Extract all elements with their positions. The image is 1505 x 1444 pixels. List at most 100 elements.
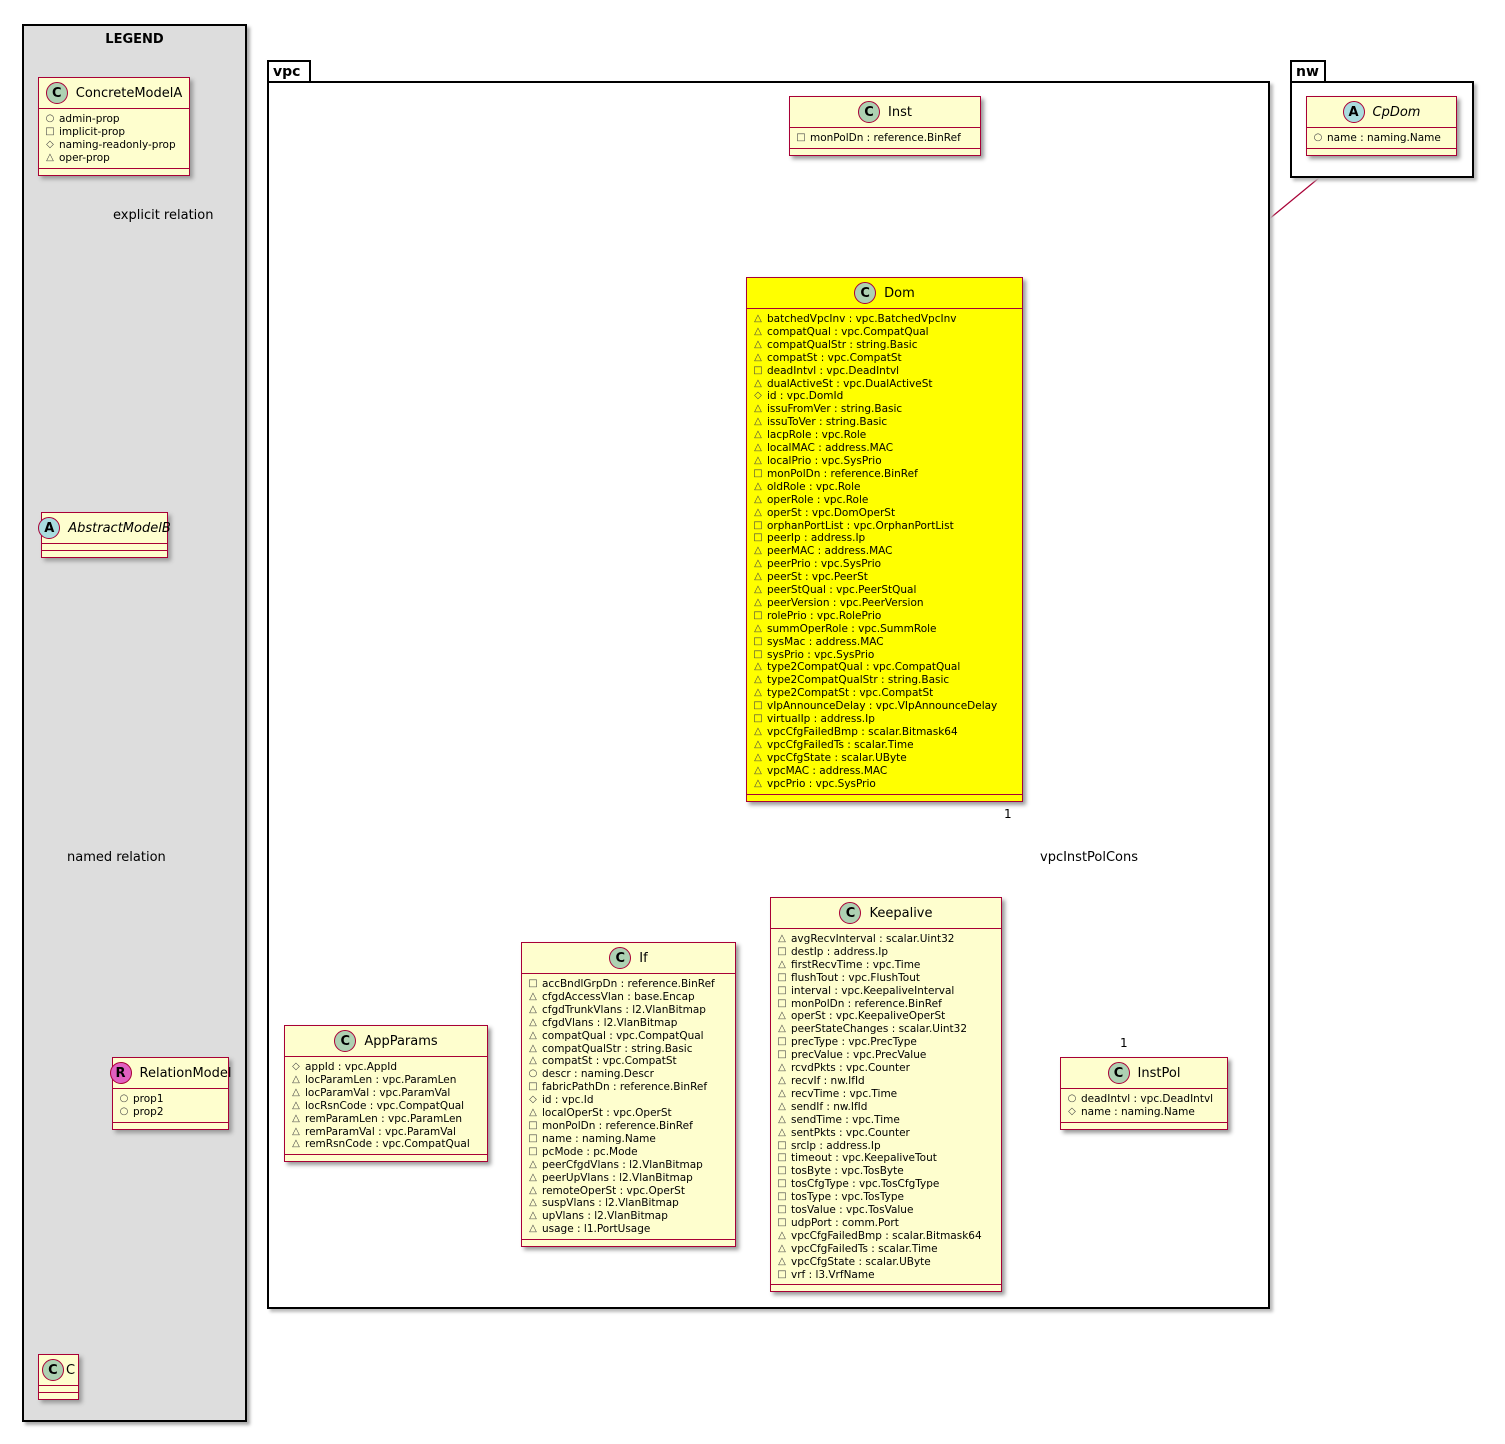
visibility-icon: ◇ [754, 390, 762, 402]
class-c[interactable]: C C [38, 1354, 79, 1400]
visibility-icon: △ [754, 325, 762, 337]
attribute-text: operSt : vpc.KeepaliveOperSt [791, 1010, 946, 1023]
class-attribute: △peerUpVlans : l2.VlanBitmap [528, 1172, 729, 1185]
class-attribute: □monPolDn : reference.BinRef [796, 132, 974, 145]
attribute-text: vrf : l3.VrfName [791, 1268, 875, 1281]
visibility-icon: △ [529, 1171, 537, 1183]
visibility-icon: △ [778, 1010, 786, 1022]
visibility-icon: △ [778, 1074, 786, 1086]
visibility-icon: ○ [1067, 1093, 1077, 1104]
class-attribute: △ operSt : vpc.KeepaliveOperSt [777, 1010, 995, 1023]
attribute-text: monPolDn : reference.BinRef [767, 467, 918, 480]
class-attribute: ◇id : vpc.DomId [753, 390, 1016, 403]
class-stereotype-icon: A [38, 517, 61, 539]
class-attribute: △oldRole : vpc.Role [753, 481, 1016, 494]
attribute-text: sysMac : address.MAC [767, 635, 884, 648]
visibility-icon: △ [529, 990, 537, 1002]
visibility-icon: △ [754, 584, 762, 596]
class-attribute: △locParamLen : vpc.ParamLen [291, 1074, 481, 1087]
class-attribute: □sysMac : address.MAC [753, 636, 1016, 649]
class-attribute: △type2CompatSt : vpc.CompatSt [753, 687, 1016, 700]
attribute-text: tosByte : vpc.TosByte [791, 1165, 904, 1178]
visibility-icon: ◇ [1068, 1105, 1076, 1117]
class-attributes [39, 1386, 78, 1393]
class-attribute: ◇name : naming.Name [1067, 1106, 1221, 1119]
class-attribute: △peerPrio : vpc.SysPrio [753, 558, 1016, 571]
class-attribute: △summOperRole : vpc.SummRole [753, 623, 1016, 636]
class-inst[interactable]: C Inst □monPolDn : reference.BinRef [789, 96, 981, 156]
class-dom[interactable]: C Dom △batchedVpcInv : vpc.BatchedVpcInv… [746, 277, 1023, 802]
class-if[interactable]: C If □accBndlGrpDn : reference.BinRef△cf… [521, 942, 736, 1248]
visibility-icon: □ [777, 997, 787, 1009]
visibility-icon: □ [777, 1049, 787, 1061]
attribute-text: sendIf : nw.IfId [791, 1100, 868, 1113]
visibility-icon: △ [754, 726, 762, 737]
class-appparams[interactable]: C AppParams ◇appId : vpc.AppId△locParamL… [284, 1025, 488, 1163]
attribute-text: issuFromVer : string.Basic [767, 403, 903, 416]
visibility-icon: □ [753, 532, 763, 544]
class-header: C ConcreteModelA [39, 78, 189, 109]
class-attribute: △peerMAC : address.MAC [753, 545, 1016, 558]
class-instpol[interactable]: C InstPol ○deadIntvl : vpc.DeadIntvl◇nam… [1060, 1057, 1228, 1130]
class-attribute: ○name : naming.Name [1313, 132, 1450, 145]
class-attributes: ○prop1○prop2 [113, 1089, 228, 1123]
visibility-icon: △ [778, 1255, 786, 1267]
attribute-text: tosCfgType : vpc.TosCfgType [791, 1178, 940, 1191]
class-attribute: △compatSt : vpc.CompatSt [528, 1055, 729, 1068]
attribute-text: peerCfgdVlans : l2.VlanBitmap [542, 1158, 703, 1171]
visibility-icon: ◇ [529, 1094, 537, 1106]
attribute-text: locParamLen : vpc.ParamLen [305, 1073, 457, 1086]
class-attribute: △compatQual : vpc.CompatQual [528, 1030, 729, 1043]
attribute-text: remParamVal : vpc.ParamVal [305, 1125, 456, 1138]
attribute-text: type2CompatQual : vpc.CompatQual [767, 661, 961, 674]
visibility-icon: △ [529, 1003, 537, 1015]
attribute-text: rcvdPkts : vpc.Counter [791, 1062, 910, 1075]
class-abstract-model-b[interactable]: A AbstractModelB [38, 512, 171, 558]
attribute-text: peerSt : vpc.PeerSt [767, 571, 868, 584]
class-attribute: △operSt : vpc.DomOperSt [753, 507, 1016, 520]
attribute-text: prop1 [133, 1093, 164, 1105]
attribute-text: remoteOperSt : vpc.OperSt [542, 1184, 685, 1197]
visibility-icon: □ [45, 125, 55, 137]
class-attribute: △vpcCfgState : scalar.UByte [753, 752, 1016, 765]
class-name: RelationModel [139, 1065, 232, 1081]
class-attribute: □peerIp : address.Ip [753, 532, 1016, 545]
class-operations [522, 1240, 735, 1246]
attribute-text: batchedVpcInv : vpc.BatchedVpcInv [767, 313, 957, 325]
visibility-icon: △ [529, 1055, 537, 1067]
attribute-text: tosType : vpc.TosType [791, 1191, 904, 1204]
class-attribute: □monPolDn : reference.BinRef [777, 998, 995, 1011]
class-attribute: △localMAC : address.MAC [753, 442, 1016, 455]
attribute-text: cfgdAccessVlan : base.Encap [542, 990, 695, 1003]
class-header: A CpDom [1307, 97, 1456, 128]
class-operations [790, 149, 980, 155]
visibility-icon: △ [754, 674, 762, 686]
class-attribute: □tosType : vpc.TosType [777, 1191, 995, 1204]
attribute-text: remParamLen : vpc.ParamLen [305, 1112, 463, 1125]
attribute-text: vIpAnnounceDelay : vpc.VIpAnnounceDelay [767, 700, 998, 713]
class-name: Inst [888, 104, 912, 120]
class-keepalive[interactable]: C Keepalive △avgRecvInterval : scalar.Ui… [770, 897, 1002, 1293]
class-header: C Inst [790, 97, 980, 128]
attribute-text: sysPrio : vpc.SysPrio [767, 648, 875, 661]
class-header: R RelationModel [109, 1058, 231, 1089]
class-attribute: □pcMode : pc.Mode [528, 1146, 729, 1159]
visibility-icon: △ [754, 558, 762, 570]
visibility-icon: △ [754, 661, 762, 673]
visibility-icon: □ [777, 1178, 787, 1190]
class-attributes: ◇appId : vpc.AppId△locParamLen : vpc.Par… [285, 1057, 487, 1156]
visibility-icon: △ [754, 338, 762, 350]
legend-title: LEGEND [105, 32, 164, 47]
class-attribute: □sysPrio : vpc.SysPrio [753, 649, 1016, 662]
attribute-text: vpcCfgFailedTs : scalar.Time [791, 1242, 938, 1255]
class-attribute: △ cfgdAccessVlan : base.Encap [528, 991, 729, 1004]
class-concrete-model-a[interactable]: C ConcreteModelA ○admin-prop□implicit-pr… [38, 77, 190, 176]
class-cpdom[interactable]: A CpDom ○name : naming.Name [1306, 96, 1457, 156]
class-attribute: △operRole : vpc.Role [753, 494, 1016, 507]
class-attribute: □udpPort : comm.Port [777, 1217, 995, 1230]
class-header: C Keepalive [771, 898, 1001, 929]
attribute-text: compatSt : vpc.CompatSt [767, 351, 902, 364]
visibility-icon: △ [529, 1016, 537, 1028]
class-relation-model[interactable]: R RelationModel ○prop1○prop2 [109, 1057, 231, 1130]
visibility-icon: △ [778, 1062, 786, 1074]
